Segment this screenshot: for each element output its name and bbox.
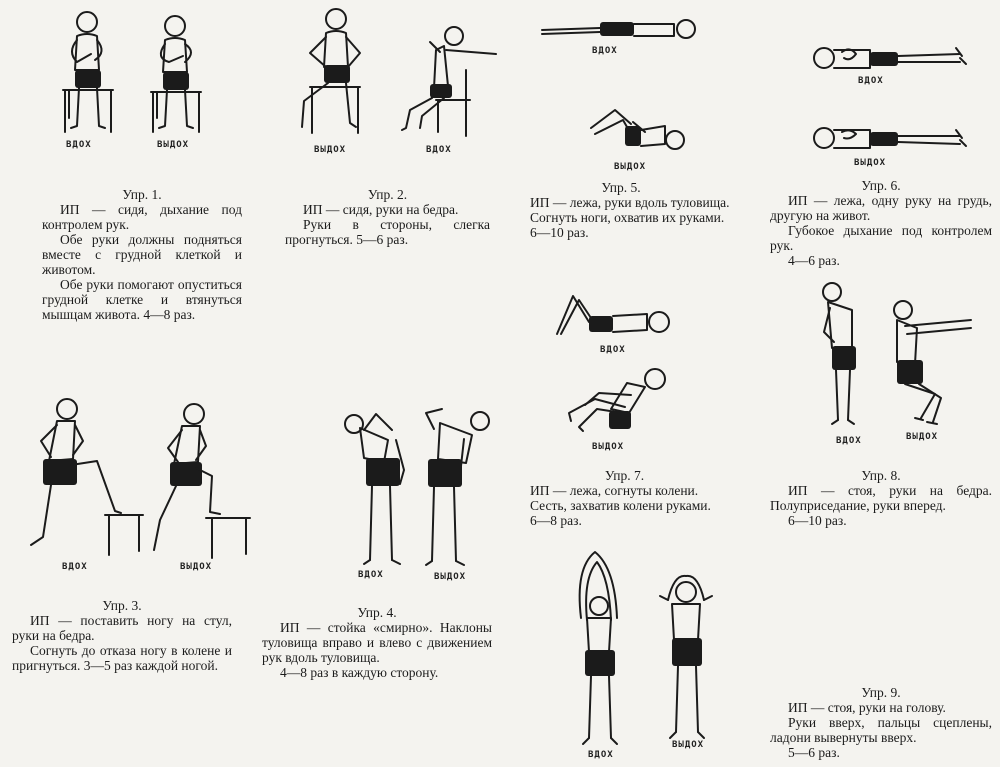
ex1-exhale-label: ВЫДОХ [157,140,190,150]
ex9-exhale-label: ВЫДОХ [672,740,705,750]
ex8-figure-exhale [885,298,975,428]
ex9-paragraph: Руки вверх, пальцы сцеплены, ладони выве… [770,715,992,745]
ex2-title: Упр. 2. [367,187,408,202]
ex9-paragraph: ИП — стоя, руки на голову. [788,700,946,715]
ex4-inhale-label: ВДОХ [358,570,384,580]
ex8-exhale-label: ВЫДОХ [906,432,939,442]
ex8-paragraph: ИП — стоя, руки на бедра. Полуприседание… [770,483,992,513]
ex4-exhale-label: ВЫДОХ [434,572,467,582]
ex2-exhale-label: ВЫДОХ [314,145,347,155]
ex7-exhale-label: ВЫДОХ [592,442,625,452]
ex8-text: Упр. 8. ИП — стоя, руки на бедра. Полупр… [770,468,992,528]
ex2-figure-exhale [298,5,370,137]
ex3-text: Упр. 3. ИП — поставить ногу на стул, рук… [12,598,232,673]
ex8-paragraph: 6—10 раз. [788,513,847,528]
ex4-text: Упр. 4. ИП — стойка «смирно». Наклоны ту… [262,605,492,680]
ex9-inhale-label: ВДОХ [588,750,614,760]
ex4-title: Упр. 4. [357,605,397,620]
ex4-figure-inhale [340,410,410,568]
ex7-figure-exhale [565,365,670,437]
ex5-title: Упр. 5. [601,180,641,195]
ex5-inhale-label: ВДОХ [592,46,618,56]
ex7-inhale-label: ВДОХ [600,345,626,355]
ex3-figure-inhale [25,395,144,556]
ex2-text: Упр. 2. ИП — сидя, руки на бедра. Руки в… [285,187,490,247]
ex5-paragraph: 6—10 раз. [530,225,589,240]
ex1-text: Упр. 1. ИП — сидя, дыхание под контролем… [42,187,242,322]
ex2-figure-inhale [400,20,500,138]
ex8-title: Упр. 8. [861,468,901,483]
ex5-figure-inhale [540,14,700,42]
ex9-text: Упр. 9. ИП — стоя, руки на голову. Руки … [770,685,992,760]
ex6-exhale-label: ВЫДОХ [854,158,887,168]
ex7-paragraph: 6—8 раз. [530,513,582,528]
ex2-paragraph: ИП — сидя, руки на бедра. [303,202,459,217]
ex1-paragraph: ИП — сидя, дыхание под контролем рук. [42,202,242,232]
ex2-inhale-label: ВДОХ [426,145,452,155]
ex3-paragraph: ИП — поставить ногу на стул, руки на бед… [12,613,232,643]
ex7-text: Упр. 7. ИП — лежа, согнуты колени. Сесть… [512,468,737,528]
ex6-paragraph: Губокое дыхание под контролем рук. [770,223,992,253]
ex2-paragraph: Руки в стороны, слегка прогнуться. 5—6 р… [285,217,490,247]
ex1-figure-inhale [55,8,125,136]
ex7-title: Упр. 7. [604,468,645,483]
ex1-paragraph: Обе руки помогают опуститься грудной кле… [42,277,242,322]
ex8-figure-inhale [818,280,866,428]
ex5-exhale-label: ВЫДОХ [614,162,647,172]
ex3-figure-exhale [150,400,251,559]
ex3-inhale-label: ВДОХ [62,562,88,572]
ex4-paragraph: 4—8 раз в каждую сторону. [280,665,439,680]
ex3-exhale-label: ВЫДОХ [180,562,213,572]
ex6-inhale-label: ВДОХ [858,76,884,86]
ex4-figure-exhale [420,405,495,570]
ex7-paragraph: ИП — лежа, согнуты колени. [530,483,699,498]
ex1-paragraph: Обе руки должны подняться вместе с грудн… [42,232,242,277]
ex5-text: Упр. 5. ИП — лежа, руки вдоль туловища. … [512,180,730,240]
ex1-title: Упр. 1. [122,187,162,202]
ex8-inhale-label: ВДОХ [836,436,862,446]
ex6-figure-exhale [810,120,970,152]
ex9-figure-exhale [650,568,722,740]
ex9-title: Упр. 9. [861,685,901,700]
ex6-paragraph: ИП — лежа, одну руку на грудь, другую на… [770,193,992,223]
ex9-paragraph: 5—6 раз. [788,745,840,760]
ex6-title: Упр. 6. [861,178,901,193]
ex7-figure-inhale [555,290,675,338]
ex3-paragraph: Согнуть до отказа ногу в колене и пригну… [12,643,232,673]
ex1-inhale-label: ВДОХ [66,140,92,150]
ex5-figure-exhale [585,100,685,158]
ex6-figure-inhale [810,40,970,72]
ex7-paragraph: Сесть, захватив колени руками. [530,498,711,513]
ex1-figure-exhale [145,12,215,136]
ex3-title: Упр. 3. [102,598,142,613]
ex4-paragraph: ИП — стойка «смирно». Наклоны туловища в… [262,620,492,665]
ex6-paragraph: 4—6 раз. [788,253,840,268]
ex5-paragraph: ИП — лежа, руки вдоль туловища. [530,195,730,210]
ex6-text: Упр. 6. ИП — лежа, одну руку на грудь, д… [770,178,992,268]
ex5-paragraph: Согнуть ноги, охватив их руками. [530,210,725,225]
ex9-figure-inhale [565,548,633,748]
